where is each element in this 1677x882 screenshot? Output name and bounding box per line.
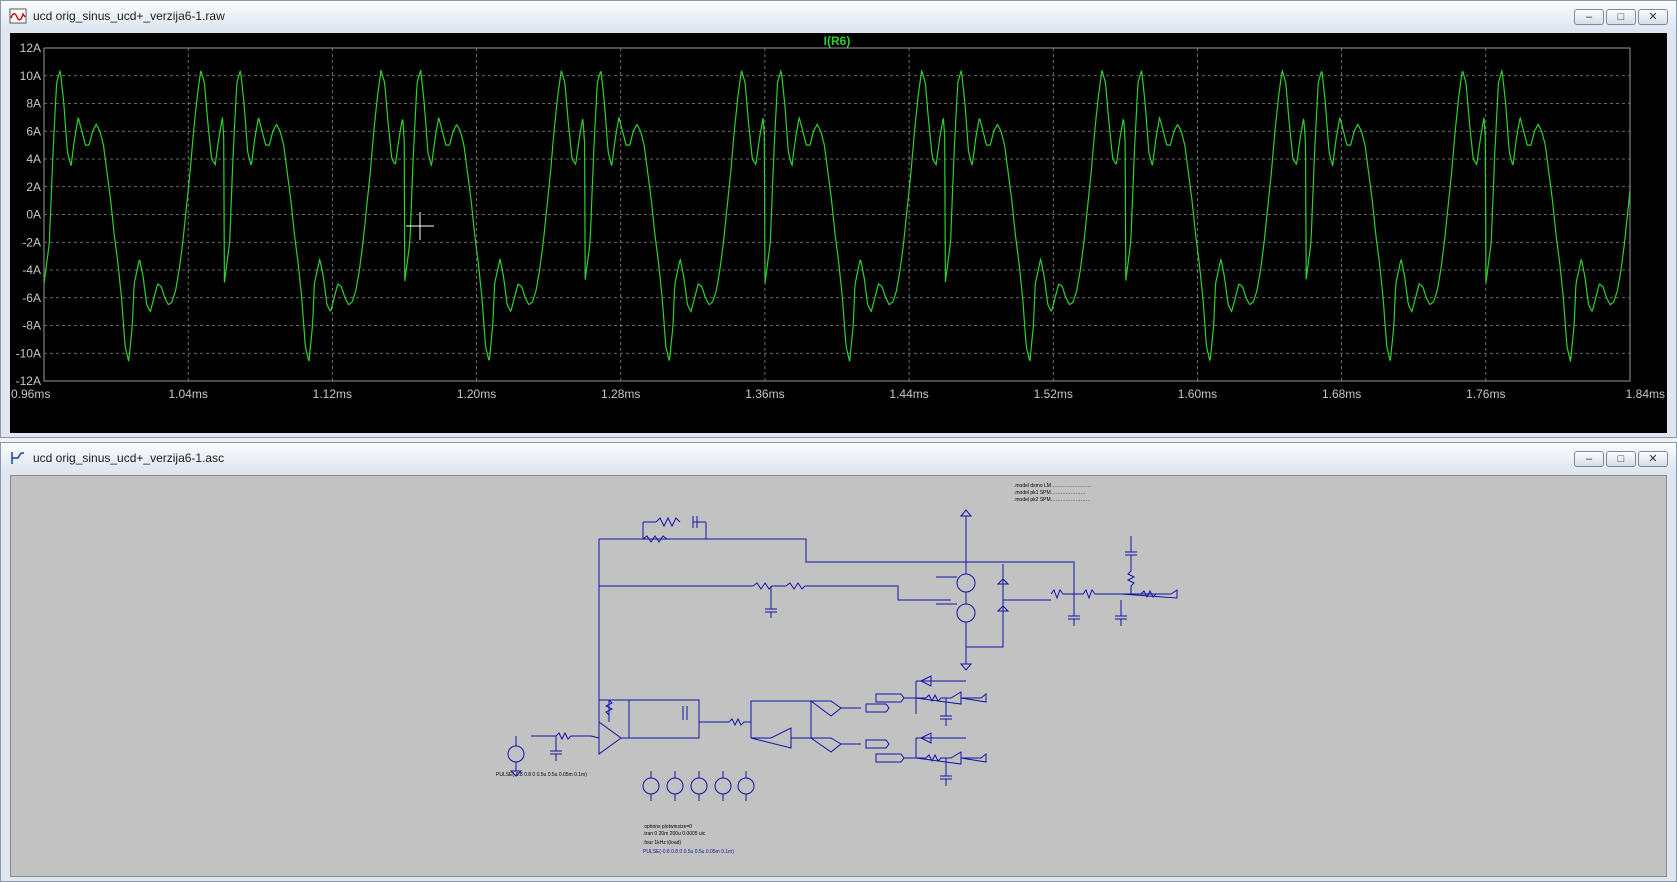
x-tick-label: 1.52ms — [1034, 387, 1073, 401]
maximize-button[interactable]: □ — [1606, 9, 1636, 25]
comparators — [875, 675, 987, 786]
waveform-titlebar[interactable]: ucd orig_sinus_ucd+_verzija6-1.raw – □ ✕ — [1, 1, 1676, 31]
y-tick-label: 12A — [20, 41, 41, 55]
x-tick-label: 1.76ms — [1466, 387, 1505, 401]
x-tick-label: 1.84ms — [1626, 387, 1665, 401]
schematic-app-icon — [11, 452, 24, 464]
trace-title: I(R6) — [824, 34, 851, 48]
pulse-source-text: PULSE(-0.8 0.8 0 0.5u 0.5u 0.05m 0.1m) — [496, 772, 587, 778]
x-tick-label: 1.44ms — [889, 387, 928, 401]
y-tick-label: 6A — [26, 124, 41, 138]
x-tick-label: 1.28ms — [601, 387, 640, 401]
waveform-window-title: ucd orig_sinus_ucd+_verzija6-1.raw — [33, 9, 225, 23]
y-tick-label: -6A — [22, 291, 41, 305]
output-stage — [936, 509, 1178, 671]
crosshair-cursor — [406, 212, 434, 240]
y-tick-label: 4A — [26, 152, 41, 166]
model-directive: .model dsmo LM…………………… — [1014, 483, 1091, 489]
x-tick-label: 1.36ms — [745, 387, 784, 401]
x-tick-label: 0.96ms — [11, 387, 50, 401]
waveform-window: ucd orig_sinus_ucd+_verzija6-1.raw – □ ✕… — [0, 0, 1677, 438]
schematic-titlebar[interactable]: ucd orig_sinus_ucd+_verzija6-1.asc – □ ✕ — [1, 443, 1676, 473]
feedback-network — [598, 516, 1075, 700]
x-tick-label: 1.04ms — [169, 387, 208, 401]
y-tick-label: 10A — [20, 69, 41, 83]
schematic-window-title: ucd orig_sinus_ucd+_verzija6-1.asc — [33, 451, 225, 465]
model-directive: .model pk1 SPM………………… — [1014, 490, 1086, 496]
maximize-button[interactable]: □ — [1606, 451, 1636, 467]
waveform-chart[interactable]: 12A 10A 8A 6A 4A 2A 0A -2A -4A -6A -8A -10A -12A0.96… — [10, 33, 1667, 433]
schematic-window: ucd orig_sinus_ucd+_verzija6-1.asc – □ ✕… — [0, 442, 1677, 882]
x-tick-label: 1.68ms — [1322, 387, 1361, 401]
y-tick-label: -8A — [22, 319, 41, 333]
y-tick-label: 2A — [26, 180, 41, 194]
minimize-button[interactable]: – — [1574, 451, 1604, 467]
minimize-button[interactable]: – — [1574, 9, 1604, 25]
close-button[interactable]: ✕ — [1638, 9, 1668, 25]
waveform-app-icon — [9, 8, 27, 24]
y-tick-label: -12A — [16, 374, 41, 388]
sim-directive: .tran 0 20m 200u 0.0005 uic — [643, 831, 706, 837]
sim-directive: .options plotwinsize=0 — [643, 824, 692, 830]
y-tick-label: 0A — [26, 208, 41, 222]
y-tick-label: -10A — [16, 346, 41, 360]
schematic-drawing[interactable]: .model dsmo LM…………………… .model pk1 SPM………… — [11, 476, 1666, 876]
x-tick-label: 1.20ms — [457, 387, 496, 401]
model-directive: .model pk2 SPM…………………… — [1014, 497, 1091, 503]
y-tick-label: 8A — [26, 97, 41, 111]
spice-directives: .model dsmo LM…………………… .model pk1 SPM………… — [643, 483, 1091, 846]
sim-directive: .four 1kHz i(load) — [643, 840, 681, 846]
schematic-canvas[interactable]: .model dsmo LM…………………… .model pk1 SPM………… — [10, 475, 1667, 877]
opamp-section — [507, 699, 890, 777]
x-tick-label: 1.12ms — [313, 387, 352, 401]
supply-sources — [642, 771, 755, 801]
close-button[interactable]: ✕ — [1638, 451, 1668, 467]
y-tick-label: -2A — [22, 235, 41, 249]
x-tick-label: 1.60ms — [1178, 387, 1217, 401]
y-tick-label: -4A — [22, 263, 41, 277]
series-line-i-r6 — [43, 68, 1631, 363]
pulse-source-text: PULSE(-0.8 0.8 0 0.5u 0.5u 0.05m 0.1m) — [643, 849, 734, 855]
